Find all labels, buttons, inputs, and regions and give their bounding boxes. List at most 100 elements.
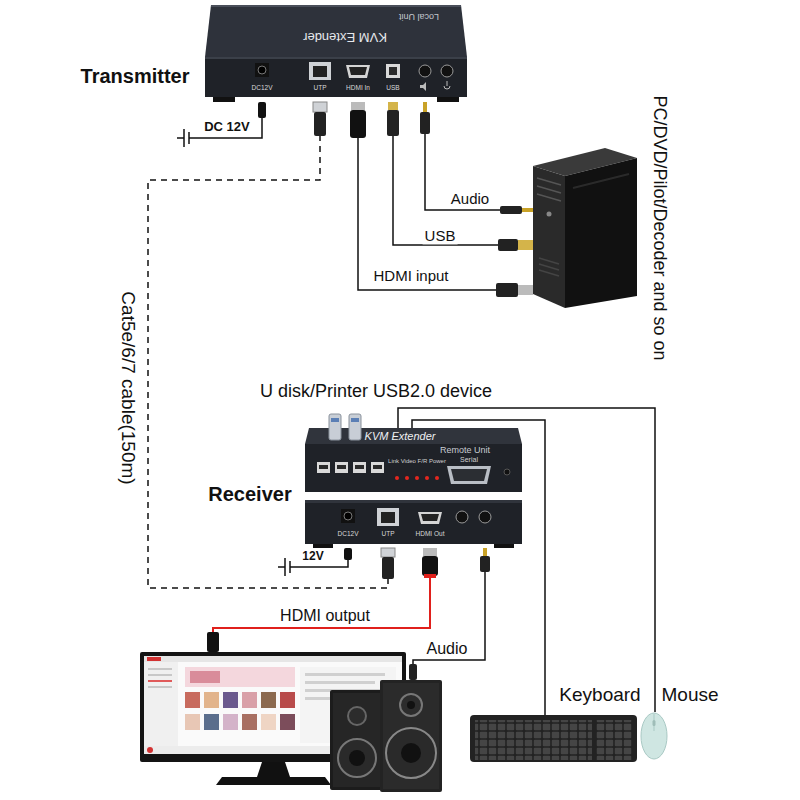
- monitor-illustration: [185, 692, 200, 708]
- device-note: U disk/Printer USB2.0 device: [258, 381, 494, 402]
- cable-plug: [314, 112, 326, 136]
- monitor-illustration: [204, 714, 219, 730]
- receiver-unit-shape: [418, 512, 442, 524]
- receiver-unit-shape: [494, 544, 514, 548]
- monitor-illustration: [185, 714, 200, 730]
- transmitter-unit-shape: [349, 67, 367, 75]
- speaker-illustration: [338, 739, 376, 777]
- monitor-illustration: [216, 777, 331, 785]
- monitor-illustration: [148, 668, 172, 670]
- power-wire: [188, 132, 190, 144]
- monitor-illustration: [147, 747, 153, 753]
- port-label: Serial: [460, 456, 478, 464]
- panel-label: Local Unit: [399, 12, 439, 22]
- receiver-unit-shape: [305, 444, 522, 492]
- transmitter-unit-shape: [313, 66, 327, 77]
- monitor-illustration: [185, 667, 295, 687]
- cable-plug: [480, 556, 490, 572]
- pc-tower-shape: [539, 258, 559, 276]
- monitor-illustration: [223, 714, 238, 730]
- monitor-illustration: [242, 714, 257, 730]
- monitor-illustration: [280, 692, 295, 708]
- device-title: Transmitter: [81, 65, 190, 88]
- monitor-illustration: [144, 662, 178, 746]
- receiver-unit-shape: [313, 544, 333, 548]
- cable-label: Audio: [425, 640, 470, 658]
- receiver-unit-shape: [305, 500, 522, 503]
- led-label: Link Video F/R Power: [388, 458, 446, 465]
- monitor-illustration: [204, 692, 219, 708]
- pc-tower-shape: [533, 166, 565, 308]
- monitor-illustration: [148, 674, 172, 676]
- monitor-illustration: [190, 671, 220, 683]
- device-title: Receiver: [208, 483, 291, 506]
- receiver-unit-shape: [317, 462, 330, 473]
- port-label: UTP: [382, 530, 395, 537]
- cable-plug: [381, 548, 395, 557]
- monitor-illustration: [144, 656, 402, 662]
- speaker-illustration: [330, 680, 442, 792]
- transmitter-unit-shape: [213, 97, 235, 102]
- transmitter-unit-shape: [441, 65, 453, 77]
- cable-label: Audio: [449, 190, 491, 207]
- cable-plug: [207, 632, 219, 652]
- panel-label: Remote Unit: [440, 445, 490, 455]
- receiver-unit-shape: [421, 514, 439, 521]
- monitor-illustration: [148, 686, 172, 688]
- panel-label: KVM Extender: [303, 30, 387, 45]
- receiver-unit-shape: [395, 476, 399, 480]
- speaker-illustration: [386, 728, 436, 778]
- device-caption: Mouse: [661, 684, 718, 706]
- receiver-unit-shape: [331, 418, 339, 422]
- power-wire: [290, 548, 348, 567]
- transmitter-unit-shape: [205, 57, 467, 97]
- port-label: HDMI Out: [416, 530, 445, 537]
- pc-tower: PC/DVD/Pilot/Decoder and so on: [533, 148, 637, 308]
- monitor-illustration: [305, 681, 375, 684]
- receiver-unit-shape: [305, 500, 522, 544]
- receiver-unit-shape: [353, 462, 366, 473]
- monitor-illustration: [305, 673, 385, 676]
- receiver-unit-shape: [371, 462, 384, 473]
- receiver-unit-shape: [479, 511, 491, 523]
- pc-tower-shape: [573, 174, 629, 188]
- receiver-unit-shape: [344, 512, 352, 520]
- power-wire: [278, 566, 285, 568]
- cable-line: [358, 102, 533, 290]
- keyboard-shape: [470, 715, 637, 762]
- receiver-unit-shape: [351, 418, 359, 422]
- cable-plug: [350, 110, 366, 138]
- cable-plug: [388, 102, 398, 110]
- receiver-unit-shape: [377, 508, 399, 526]
- cable-plug: [498, 239, 518, 251]
- transmitter-unit-shape: [309, 62, 331, 80]
- device-caption: PC/DVD/Pilot/Decoder and so on: [650, 95, 671, 360]
- cable-plug: [382, 557, 394, 579]
- speaker-illustration: [348, 707, 366, 725]
- cable-label: HDMI output: [278, 607, 372, 625]
- monitor-illustration: [140, 652, 406, 785]
- transmitter-unit-shape: [389, 67, 397, 75]
- cable-line: [425, 102, 533, 210]
- pc-tower-shape: [533, 148, 637, 308]
- monitor-illustration: [261, 714, 276, 730]
- audio-wire: [413, 548, 485, 666]
- mouse-shape: [653, 720, 656, 726]
- port-label: DC12V: [252, 84, 273, 91]
- cable-plug: [207, 102, 533, 680]
- keyboard-shape: [596, 720, 632, 760]
- transmitter-unit-shape: [420, 82, 426, 91]
- monitor-illustration: [223, 692, 238, 708]
- cable-label: Cat5e/6/7 cable(150m): [117, 289, 139, 486]
- cable-plug: [409, 664, 417, 680]
- mouse-shape: [654, 714, 655, 731]
- port-label: USB: [386, 84, 399, 91]
- receiver-unit-shape: [381, 512, 395, 523]
- receiver-unit-shape: [335, 462, 348, 473]
- cable-plug: [424, 574, 436, 578]
- transmitter-unit-shape: [386, 64, 400, 78]
- receiver-unit-shape: [319, 465, 328, 469]
- cable-plug: [522, 208, 533, 212]
- transmitter-unit-shape: [211, 5, 461, 7]
